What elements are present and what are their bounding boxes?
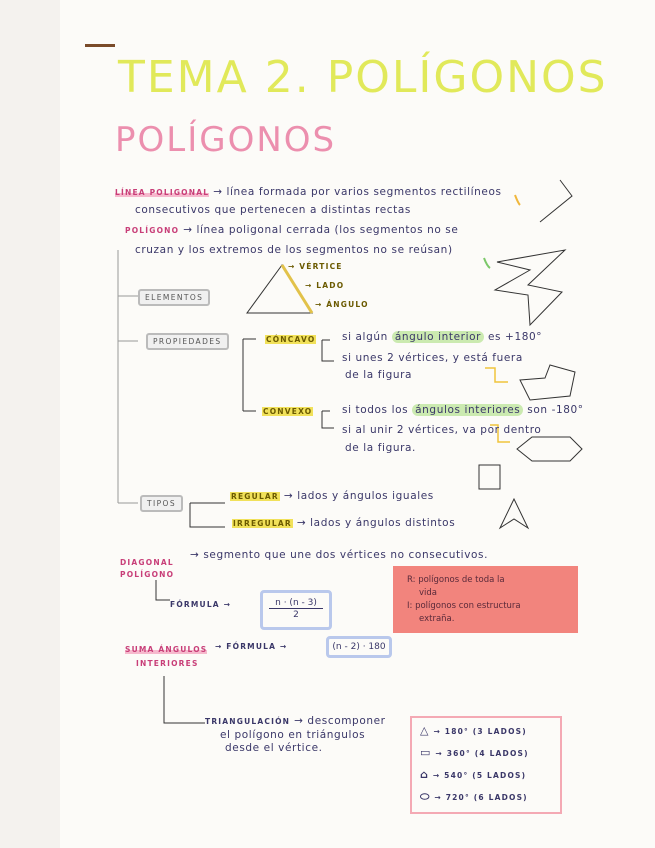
concavo-text: si algún	[342, 331, 388, 343]
triangulacion-line: TRIANGULACIÓN → descomponer	[205, 715, 386, 727]
poligono-line1: POLÍGONO → línea poligonal cerrada (los …	[125, 224, 458, 236]
suma-formula-box: (n - 2) · 180	[326, 636, 392, 658]
tipos-branch	[189, 502, 225, 528]
hexagon-icon: ⬭	[420, 790, 431, 803]
irregular-arrow-drawing	[498, 497, 530, 530]
poligono-term: POLÍGONO	[125, 226, 180, 235]
orange-arrow-icon	[514, 194, 521, 206]
convex-hexagon-drawing	[516, 436, 583, 462]
sticky-note: R: polígonos de toda la vida I: polígono…	[393, 566, 578, 633]
suma-formula-label: → FÓRMULA →	[215, 642, 288, 651]
convexo-line1: si todos los ángulos interiores son -180…	[342, 404, 584, 416]
convexo-label: CONVEXO	[262, 407, 314, 416]
elementos-label: ELEMENTOS	[138, 289, 211, 306]
green-arrow-icon	[483, 257, 491, 269]
note-line: vida	[419, 588, 437, 598]
convexo-text: si todos los	[342, 404, 409, 416]
square-drawing	[478, 464, 501, 490]
tree-lines	[117, 250, 138, 504]
linea-poligonal-line2: consecutivos que pertenecen a distintas …	[135, 204, 411, 216]
angulo-label: → ÁNGULO	[315, 300, 369, 309]
concavo-line3: de la figura	[345, 369, 413, 381]
linea-poligonal-desc: → línea formada por varios segmentos rec…	[213, 186, 502, 198]
lado-label: → LADO	[305, 281, 345, 290]
yellow-arrow-icon	[490, 424, 510, 443]
sum-row-hexagon: ⬭ → 720° (6 LADOS)	[420, 790, 528, 804]
concavo-highlight: ángulo interior	[391, 331, 485, 343]
diagonal-desc: → segmento que une dos vértices no conse…	[190, 549, 489, 561]
diagonal-term2: POLÍGONO	[120, 570, 175, 579]
irregular-label: IRREGULAR	[232, 519, 293, 528]
pentagon-icon: ⌂	[420, 768, 430, 781]
poligono-line2: cruzan y los extremos de los segmentos n…	[135, 244, 453, 256]
triangulacion-desc: → descomponer	[294, 715, 386, 727]
vertice-label: → VÉRTICE	[288, 262, 343, 271]
diagonal-formula-label: FÓRMULA →	[170, 600, 232, 609]
propiedades-label: PROPIEDADES	[146, 333, 229, 350]
square-icon: ▭	[420, 746, 432, 759]
diagonal-formula-box: n · (n - 3) 2	[260, 590, 332, 630]
note-line: R: polígonos de toda la	[407, 575, 505, 585]
tape-mark	[85, 44, 115, 47]
regular-line: REGULAR → lados y ángulos iguales	[230, 490, 434, 502]
linea-poligonal-line1: LÍNEA POLIGONAL → línea formada por vari…	[115, 186, 502, 198]
triangle-drawing	[246, 264, 313, 314]
polygon-drawing	[493, 249, 567, 327]
polyline-drawing	[539, 179, 573, 223]
suma-term2: INTERIORES	[136, 659, 199, 668]
sum-text: → 720° (6 LADOS)	[434, 793, 528, 802]
formula-denominator: 2	[293, 610, 299, 620]
concave-polygon-drawing	[519, 364, 576, 401]
sum-row-pentagon: ⌂ → 540° (5 LADOS)	[420, 768, 526, 781]
concavo-line1: si algún ángulo interior es +180°	[342, 331, 542, 343]
triangle-icon: △	[420, 724, 430, 737]
yellow-arrow-icon	[485, 367, 508, 383]
concavo-convexo-branch	[321, 339, 334, 429]
formula-branches	[155, 580, 205, 724]
angle-sum-box: △ → 180° (3 LADOS) ▭ → 360° (4 LADOS) ⌂ …	[410, 716, 562, 814]
suma-term: SUMA ÁNGULOS	[125, 645, 208, 654]
triangle-side-highlight	[280, 264, 314, 314]
sum-row-square: ▭ → 360° (4 LADOS)	[420, 746, 529, 759]
sum-text: → 540° (5 LADOS)	[432, 771, 527, 780]
section-title: POLÍGONOS	[115, 120, 337, 160]
diagonal-term: DIAGONAL	[120, 558, 174, 567]
triangulacion-line2: el polígono en triángulos	[220, 729, 366, 741]
page-title: TEMA 2. POLÍGONOS	[118, 52, 608, 103]
formula-numerator: n · (n - 3)	[269, 598, 323, 609]
sum-text: → 180° (3 LADOS)	[433, 727, 527, 736]
concavo-label: CÓNCAVO	[265, 335, 317, 344]
convexo-line2: si al unir 2 vértices, va por dentro	[342, 424, 542, 436]
triangulacion-line3: desde el vértice.	[225, 742, 323, 754]
irregular-line: IRREGULAR → lados y ángulos distintos	[232, 517, 455, 529]
convexo-line3: de la figura.	[345, 442, 416, 454]
note-line: extraña.	[419, 614, 455, 624]
poligono-desc: → línea poligonal cerrada (los segmentos…	[183, 224, 459, 236]
linea-poligonal-term: LÍNEA POLIGONAL	[115, 188, 210, 197]
convexo-highlight: ángulos interiores	[412, 404, 524, 416]
triangulacion-label: TRIANGULACIÓN	[205, 717, 291, 726]
sum-text: → 360° (4 LADOS)	[435, 749, 529, 758]
propiedades-branch	[242, 338, 256, 412]
notebook-page	[60, 0, 655, 848]
regular-desc: → lados y ángulos iguales	[283, 490, 434, 502]
concavo-line2: si unes 2 vértices, y está fuera	[342, 352, 523, 364]
note-line: I: polígonos con estructura	[407, 601, 521, 611]
sum-row-triangle: △ → 180° (3 LADOS)	[420, 724, 527, 737]
regular-label: REGULAR	[230, 492, 280, 501]
irregular-desc: → lados y ángulos distintos	[296, 517, 456, 529]
convexo-text: son -180°	[527, 404, 584, 416]
tipos-label: TIPOS	[140, 495, 183, 512]
concavo-text: es +180°	[487, 331, 543, 343]
